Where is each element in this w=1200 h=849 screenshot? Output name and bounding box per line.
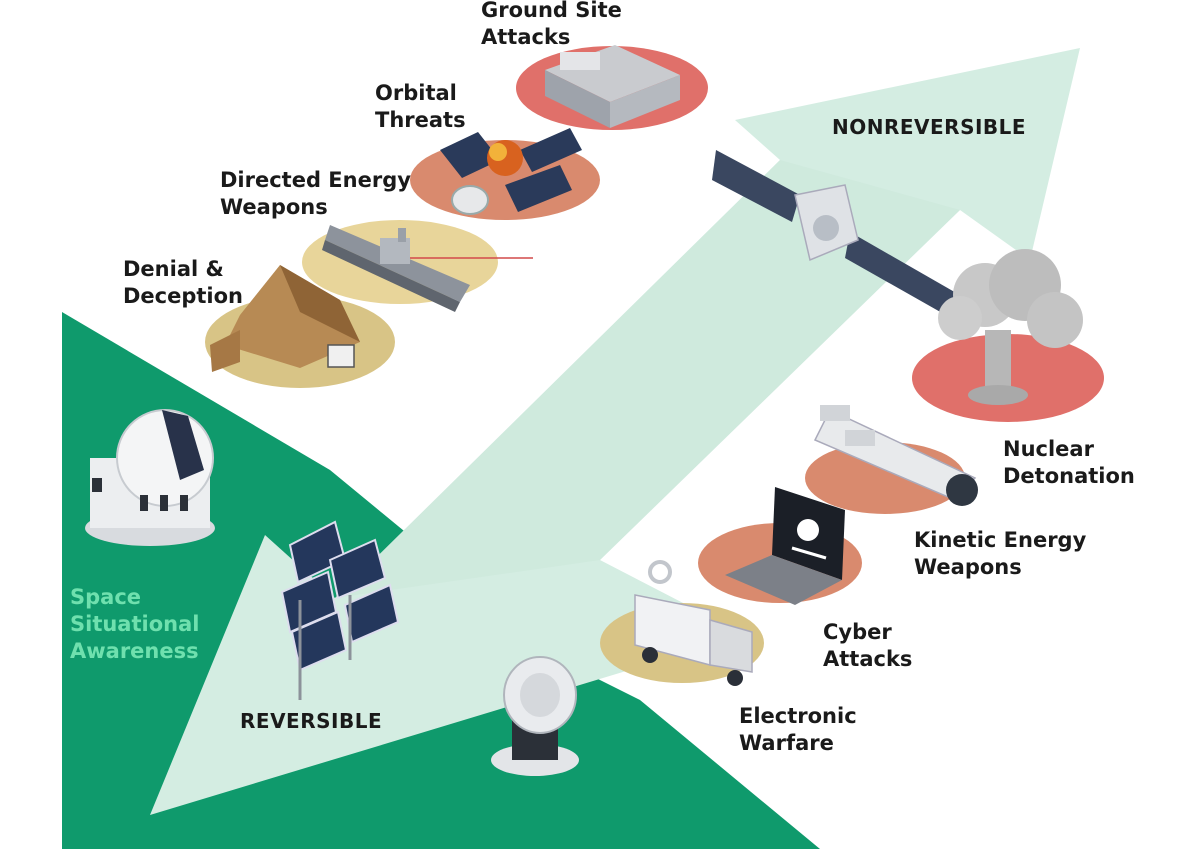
label-reversible: REVERSIBLE [240, 709, 383, 733]
spectrum-arrow-shade [335, 160, 960, 598]
laptop-skull-icon [725, 487, 845, 605]
label-space-situational-awareness: Space Situational Awareness [70, 585, 200, 663]
mushroom-cloud-icon [938, 249, 1083, 405]
label-orbital-threats: Orbital Threats [375, 81, 466, 132]
label-denial-deception: Denial & Deception [123, 257, 244, 308]
label-directed-energy-weapons: Directed Energy Weapons [220, 168, 411, 219]
label-cyber-attacks: Cyber Attacks [823, 620, 913, 671]
ground-station-building-icon [545, 45, 680, 128]
label-nonreversible: NONREVERSIBLE [832, 115, 1027, 139]
satellite-icon [712, 150, 965, 322]
observatory-icon [85, 409, 215, 546]
label-kinetic-energy-weapons: Kinetic Energy Weapons [914, 528, 1087, 579]
solar-panels-icon [280, 520, 400, 700]
label-nuclear-detonation: Nuclear Detonation [1003, 437, 1135, 488]
missile-icon [813, 405, 978, 506]
label-electronic-warfare: Electronic Warfare [739, 704, 857, 755]
navy-ship-laser-icon [322, 225, 533, 312]
label-ground-site-attacks: Ground Site Attacks [481, 0, 622, 49]
camouflage-tent-truck-icon [210, 265, 360, 372]
radar-dish-icon [491, 656, 579, 776]
satellite-collision-icon [440, 128, 582, 215]
jammer-truck-icon [634, 560, 753, 686]
